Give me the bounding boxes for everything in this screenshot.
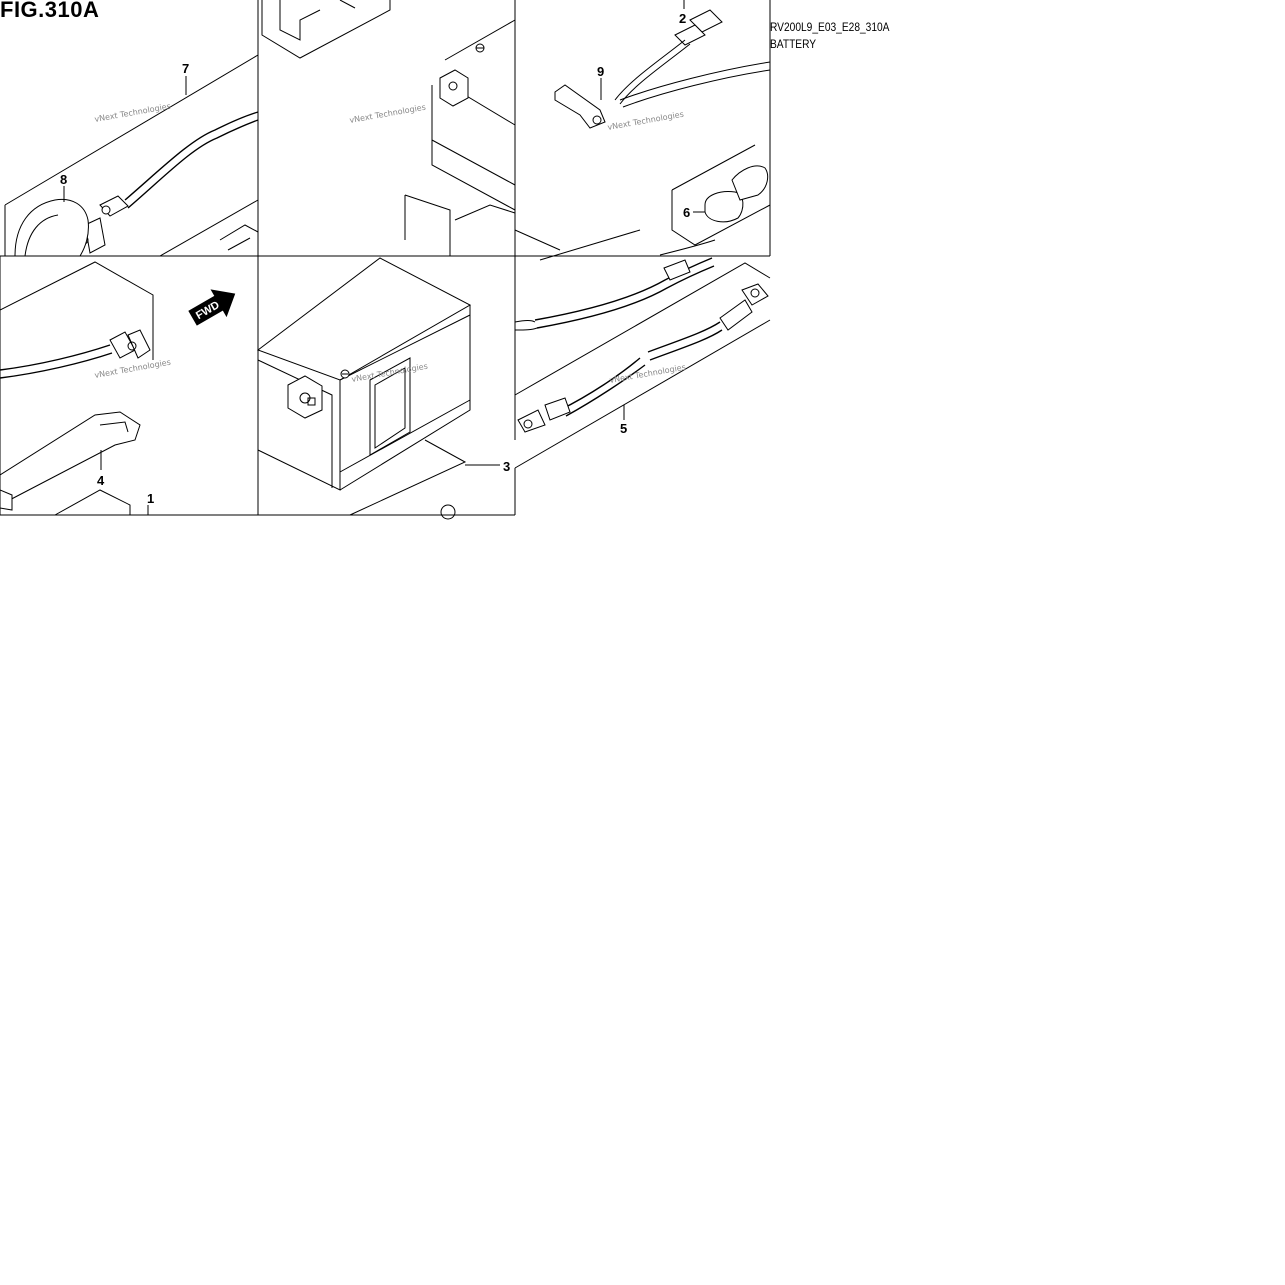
figure-code: RV200L9_E03_E28_310A xyxy=(770,20,890,34)
callout-6: 6 xyxy=(683,205,690,220)
callout-2: 2 xyxy=(679,11,686,26)
panel-top-right xyxy=(514,0,771,261)
watermark-3: vNext Technologies xyxy=(607,110,685,132)
watermark-2: vNext Technologies xyxy=(349,103,427,125)
panel-top-middle xyxy=(261,0,516,256)
callout-9: 9 xyxy=(597,64,604,79)
callout-4: 4 xyxy=(97,473,105,488)
panel-bottom-left xyxy=(0,256,258,516)
callout-8: 8 xyxy=(60,172,67,187)
callout-7: 7 xyxy=(182,61,189,76)
panel-bottom-middle xyxy=(256,256,515,520)
figure-title: FIG.310A xyxy=(0,0,100,22)
figure-caption: BATTERY xyxy=(770,37,817,51)
callout-labels: 1 2 3 4 5 6 7 8 9 xyxy=(60,11,690,506)
watermark-4: vNext Technologies xyxy=(94,358,172,380)
watermark-5: vNext Technologies xyxy=(351,362,429,384)
panel-top-left xyxy=(4,54,259,257)
fwd-arrow: FWD xyxy=(188,289,236,326)
watermark-6: vNext Technologies xyxy=(609,363,687,385)
callout-3: 3 xyxy=(503,459,510,474)
panel-bottom-right xyxy=(514,256,771,515)
callout-1: 1 xyxy=(147,491,154,506)
callout-5: 5 xyxy=(620,421,627,436)
